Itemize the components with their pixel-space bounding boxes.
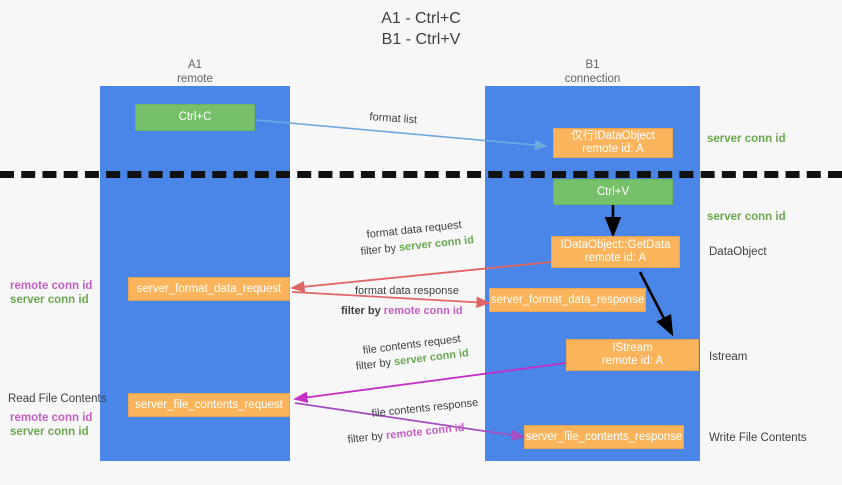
right-label-server-conn-id-mid: server conn id — [707, 211, 786, 223]
node-idataobject-getdata[interactable]: IDataObject::GetData remote id: A — [551, 236, 680, 268]
phase-separator — [0, 171, 842, 178]
lane-header-a1: A1 remote — [177, 59, 213, 85]
right-label-dataobject: DataObject — [709, 246, 767, 258]
filter-prefix: filter by — [347, 429, 387, 446]
node-istream[interactable]: IStream remote id: A — [566, 339, 699, 371]
edge-label-file-contents-response-filter: filter by remote conn id — [347, 421, 465, 448]
page-title: A1 - Ctrl+C B1 - Ctrl+V — [381, 10, 461, 48]
node-ctrl-c[interactable]: Ctrl+C — [135, 104, 255, 131]
filter-prefix: filter by — [355, 356, 395, 373]
left-label-remote-conn-id-lower: remote conn id — [10, 412, 93, 424]
node-idataobject[interactable]: 仅行IDataObject remote id: A — [553, 128, 673, 158]
filter-value-remote-conn-id: remote conn id — [385, 421, 466, 442]
right-label-server-conn-id-top: server conn id — [707, 133, 786, 145]
right-label-istream: Istream — [709, 351, 748, 363]
edge-label-format-data-response: format data response — [355, 285, 459, 297]
left-label-server-conn-id-lower: server conn id — [10, 426, 89, 438]
left-label-read-file-contents: Read File Contents — [8, 393, 107, 405]
node-ctrl-v[interactable]: Ctrl+V — [553, 179, 673, 205]
right-label-write-file-contents: Write File Contents — [709, 432, 807, 444]
node-server-file-contents-request[interactable]: server_file_contents_request — [128, 393, 290, 417]
node-server-format-data-response[interactable]: server_format_data_response — [489, 288, 646, 312]
left-label-remote-conn-id-upper: remote conn id — [10, 280, 93, 292]
left-label-server-conn-id-upper: server conn id — [10, 294, 89, 306]
filter-value-remote-conn-id: remote conn id — [383, 305, 463, 317]
node-server-format-data-request[interactable]: server_format_data_request — [128, 277, 290, 301]
edge-label-format-data-response-filter: filter by remote conn id — [341, 304, 463, 319]
lane-header-b1: B1 connection — [564, 59, 621, 85]
edge-label-format-list: format list — [369, 110, 418, 127]
filter-prefix: filter by — [360, 241, 400, 258]
filter-prefix: filter by — [341, 305, 384, 317]
node-server-file-contents-response[interactable]: server_file_contents_response — [524, 425, 684, 449]
edge-label-file-contents-response: file contents response — [371, 396, 479, 420]
